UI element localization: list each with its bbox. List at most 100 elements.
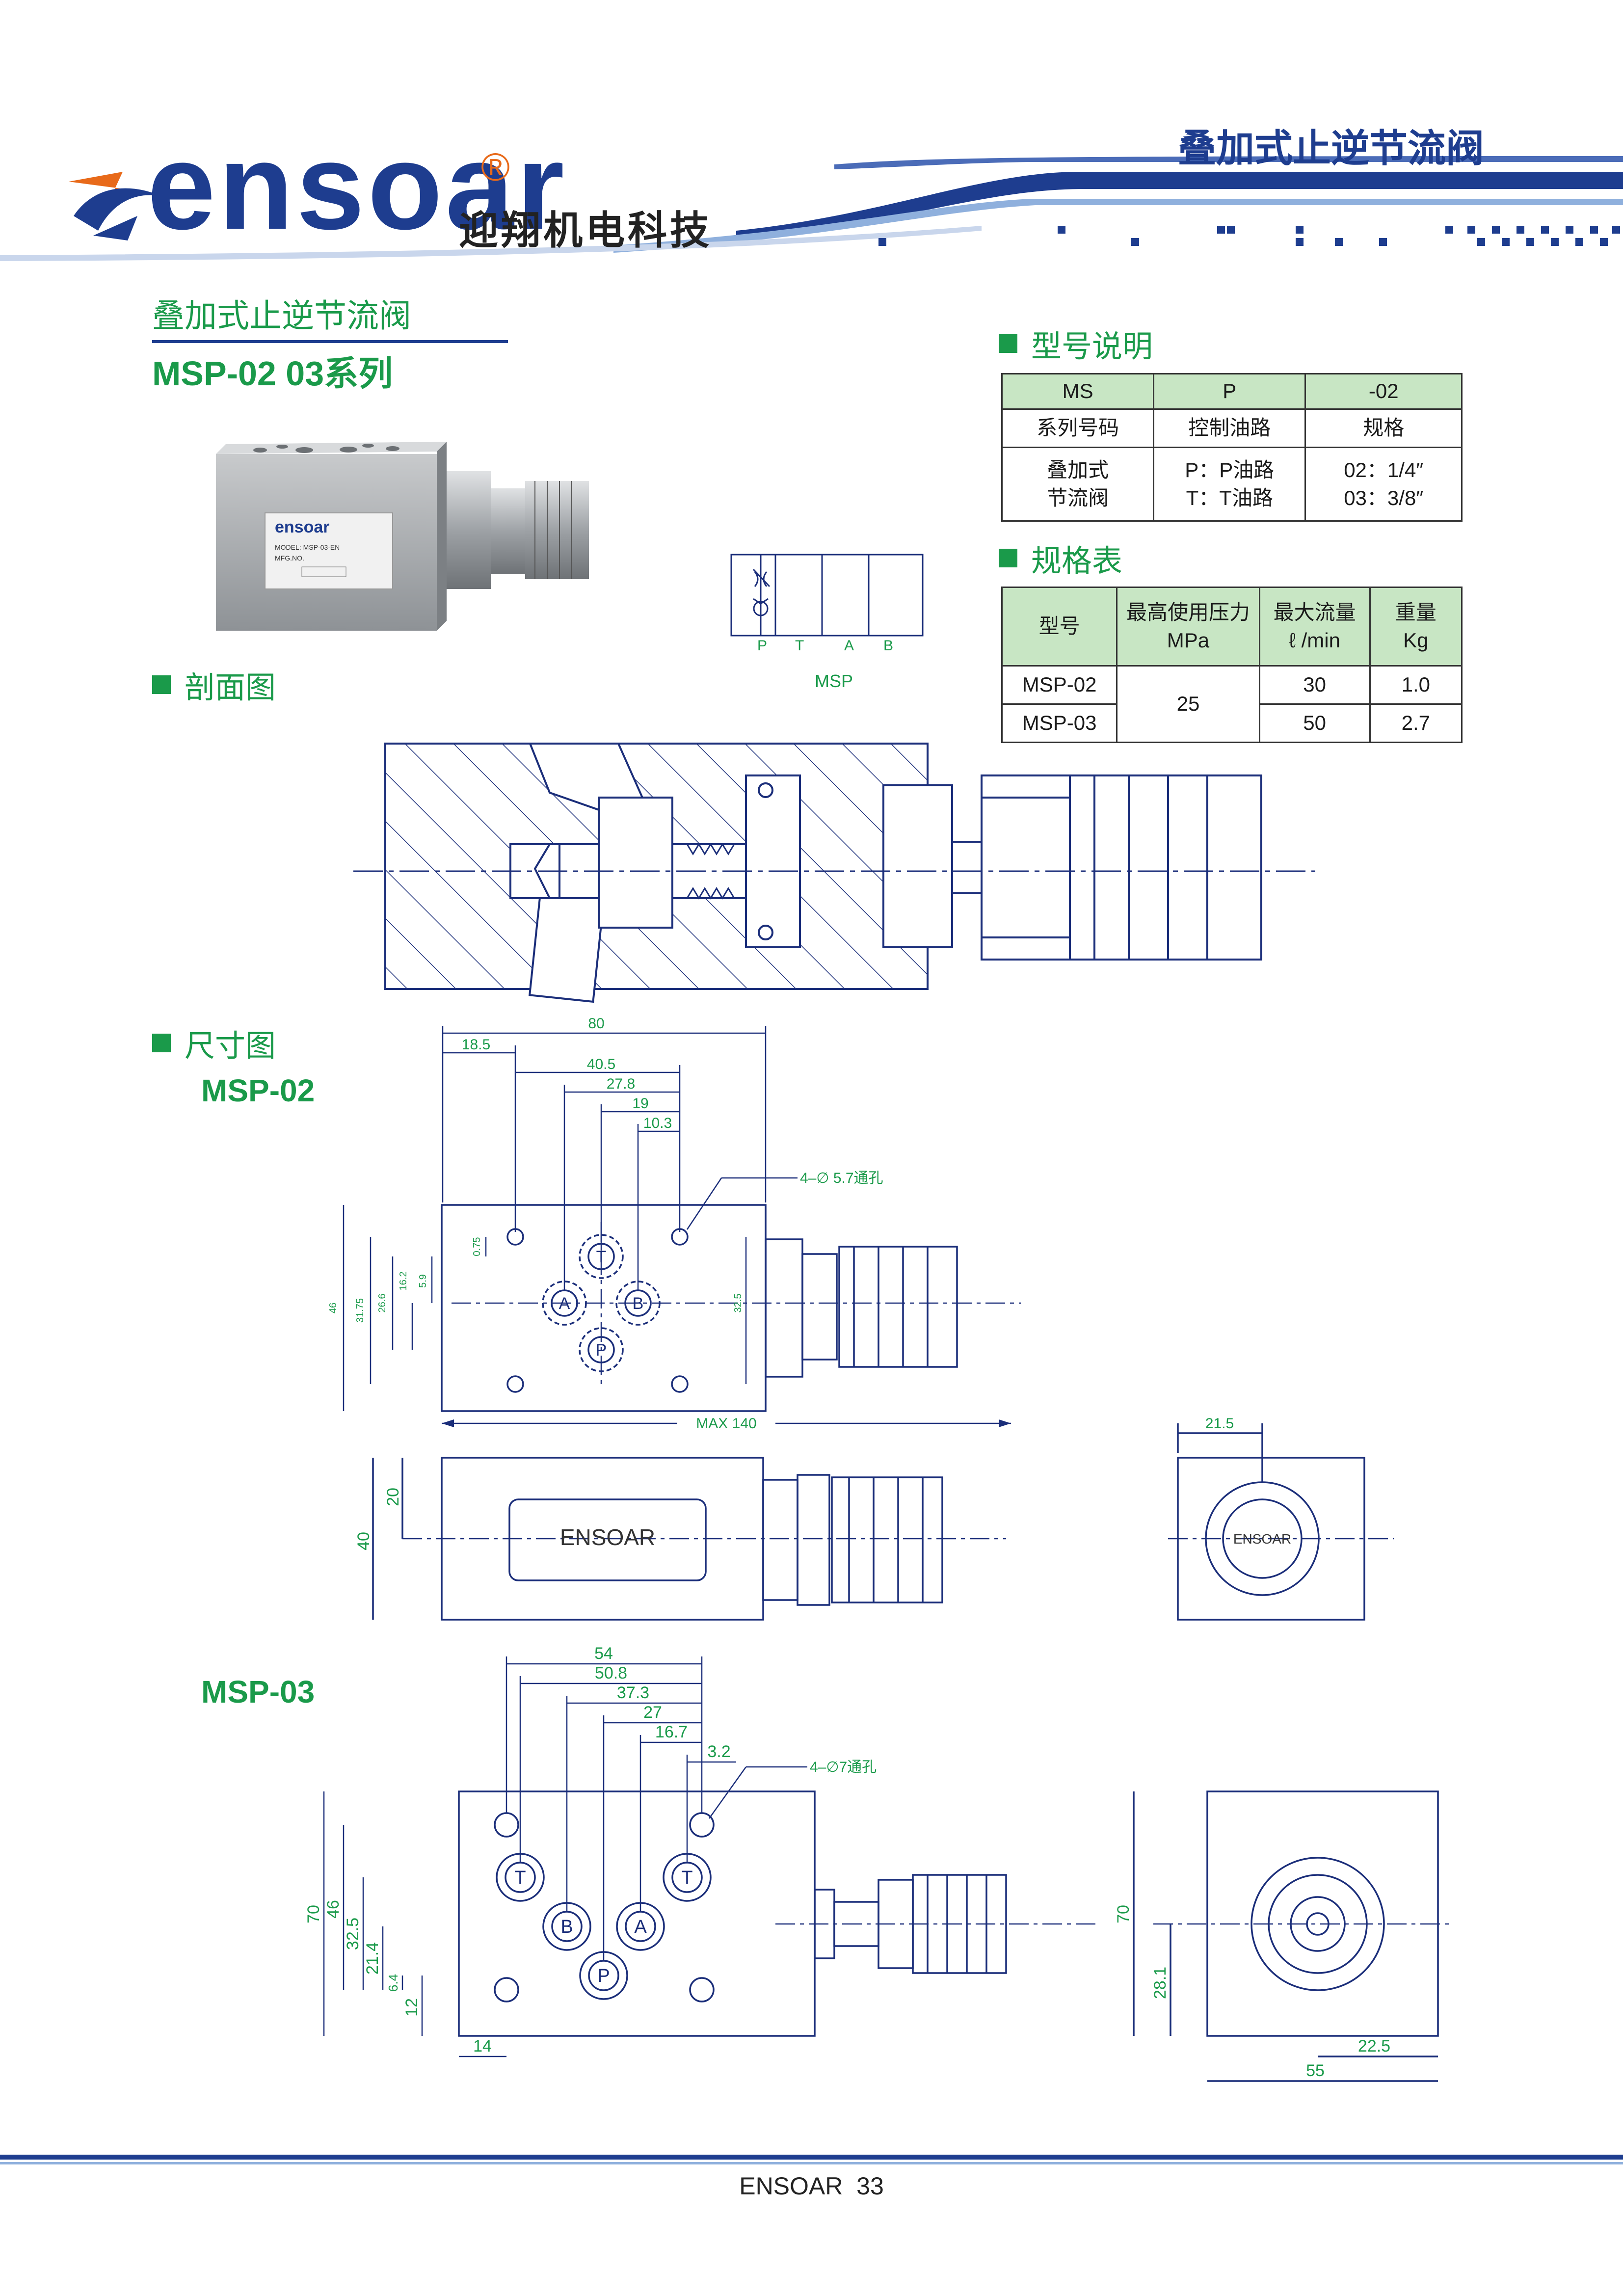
model-code-size: -02 <box>1304 373 1463 410</box>
dim-28-1: 28.1 <box>1151 1967 1170 1999</box>
dim-32-5: 32.5 <box>733 1294 744 1313</box>
dimension-heading-text: 尺寸图 <box>185 1029 276 1063</box>
spec-pressure-cell: 25 <box>1116 665 1260 743</box>
model-heading-text: 型号说明 <box>1031 330 1153 364</box>
msp03-end-view: 70 28.1 22.5 55 <box>1114 1790 1453 2082</box>
dim-27: 27 <box>643 1703 662 1722</box>
spec-header-model: 型号 <box>1001 587 1118 667</box>
port-P-label: P <box>757 638 767 654</box>
dim-80: 80 <box>588 1015 604 1032</box>
model-detail-circuit: P：P油路 T：T油路 <box>1153 447 1306 522</box>
header-banner <box>0 156 1623 261</box>
dim-40: 40 <box>354 1532 373 1550</box>
msp03-port-A: A <box>634 1917 647 1937</box>
body-label: ENSOAR <box>560 1524 655 1550</box>
dim-16-7: 16.7 <box>655 1723 688 1741</box>
logo-wordmark: ensoar <box>147 118 567 255</box>
model-label-series: 系列号码 <box>1001 408 1155 448</box>
dim-37-3: 37.3 <box>617 1683 649 1702</box>
dim-21-4: 21.4 <box>363 1942 382 1975</box>
dim-26-6: 26.6 <box>377 1294 388 1313</box>
msp03-port-T1: T <box>514 1868 526 1888</box>
port-A-label: A <box>844 638 854 654</box>
dim-0-75: 0.75 <box>472 1237 482 1256</box>
dimension-heading: 尺寸图 <box>152 1021 276 1065</box>
max-length-dim: MAX 140 <box>442 1415 1011 1432</box>
msp03-port-B: B <box>560 1917 573 1937</box>
dim-54: 54 <box>594 1644 613 1663</box>
model-detail-size: 02：1/4″ 03：3/8″ <box>1304 447 1463 522</box>
dim-70-end: 70 <box>1114 1905 1133 1923</box>
dim-40-5: 40.5 <box>587 1056 615 1072</box>
dim-20: 20 <box>384 1488 402 1506</box>
port-T-label: T <box>795 638 804 654</box>
msp02-side-view: ENSOAR 40 20 <box>354 1457 1006 1621</box>
dim-70: 70 <box>304 1905 323 1923</box>
model-code-ms: MS <box>1001 373 1155 410</box>
dim-27-8: 27.8 <box>607 1076 635 1092</box>
logo-mark-icon <box>69 172 162 240</box>
page-top-title: 叠加式止逆节流阀 <box>1178 127 1485 170</box>
port-A-mark: A <box>559 1294 570 1313</box>
msp03-port-P: P <box>597 1966 610 1986</box>
bullet-square-icon <box>999 334 1017 353</box>
dim-14: 14 <box>473 2037 492 2056</box>
msp03-top-view: 54 50.8 37.3 27 16.7 3.2 4–∅7通孔 70 46 32… <box>304 1644 1099 2057</box>
bullet-square-icon <box>999 549 1017 567</box>
product-series: MSP-02 03系列 <box>152 354 393 393</box>
dim-19: 19 <box>632 1095 648 1112</box>
msp02-top-view: 80 18.5 40.5 27.8 19 10.3 4–∅ 5.7通孔 46 3… <box>328 1015 1021 1412</box>
msp03-port-T2: T <box>681 1868 692 1888</box>
end-label: ENSOAR <box>1233 1531 1291 1547</box>
dim-5-9: 5.9 <box>418 1274 428 1288</box>
company-name: 迎翔机电科技 <box>459 209 712 252</box>
model-heading: 型号说明 <box>999 321 1153 366</box>
product-photo: ensoar MODEL: MSP-03-EN MFG.NO. <box>216 442 589 631</box>
spec-heading-text: 规格表 <box>1031 544 1123 578</box>
port-P-mark: P <box>596 1341 607 1360</box>
photo-model: MODEL: MSP-03-EN <box>275 543 340 551</box>
dim-32-5-b: 32.5 <box>344 1918 362 1950</box>
table-row: MSP-02 25 30 1.0 <box>1001 665 1463 743</box>
hydraulic-symbol: P T A B MSP <box>730 554 924 691</box>
msp02-hole-note: 4–∅ 5.7通孔 <box>800 1170 883 1186</box>
port-B-label: B <box>883 638 893 654</box>
msp02-label: MSP-02 <box>201 1073 315 1108</box>
footer-text: ENSOAR 33 <box>739 2172 884 2200</box>
dim-55: 55 <box>1306 2061 1325 2080</box>
model-detail-series: 叠加式 节流阀 <box>1001 447 1155 522</box>
dim-10-3: 10.3 <box>643 1115 672 1131</box>
model-label-size: 规格 <box>1304 408 1463 448</box>
model-code-p: P <box>1153 373 1306 410</box>
photo-brand: ensoar <box>275 518 330 536</box>
footer-rule <box>0 2155 1623 2160</box>
dim-46-b: 46 <box>324 1900 343 1919</box>
port-T-mark: T <box>596 1248 607 1266</box>
table-row: MSP-03 50 2.7 <box>1001 703 1463 743</box>
bullet-square-icon <box>152 1034 171 1052</box>
model-label-circuit: 控制油路 <box>1153 408 1306 448</box>
product-title: 叠加式止逆节流阀 <box>152 297 411 334</box>
dim-3-2: 3.2 <box>707 1742 730 1761</box>
dim-6-4: 6.4 <box>386 1974 400 1992</box>
dim-46: 46 <box>328 1303 339 1313</box>
spec-heading: 规格表 <box>999 536 1122 580</box>
msp02-end-view: 21.5 ENSOAR <box>1168 1415 1394 1621</box>
model-table: MS P -02 系列号码 控制油路 规格 叠加式 节流阀 P：P油路 T：T油… <box>1001 373 1463 522</box>
symbol-label: MSP <box>815 671 853 691</box>
section-heading: 剖面图 <box>152 663 276 707</box>
bullet-square-icon <box>152 675 171 694</box>
title-underline <box>152 340 508 343</box>
dim-max-140: MAX 140 <box>696 1415 756 1432</box>
dim-18-5: 18.5 <box>462 1037 490 1053</box>
footer-rule-light <box>0 2162 1623 2164</box>
dim-12: 12 <box>402 1998 421 2017</box>
msp03-label: MSP-03 <box>201 1674 315 1709</box>
port-B-mark: B <box>633 1294 644 1313</box>
dim-50-8: 50.8 <box>595 1664 627 1682</box>
photo-mfg: MFG.NO. <box>275 554 304 562</box>
